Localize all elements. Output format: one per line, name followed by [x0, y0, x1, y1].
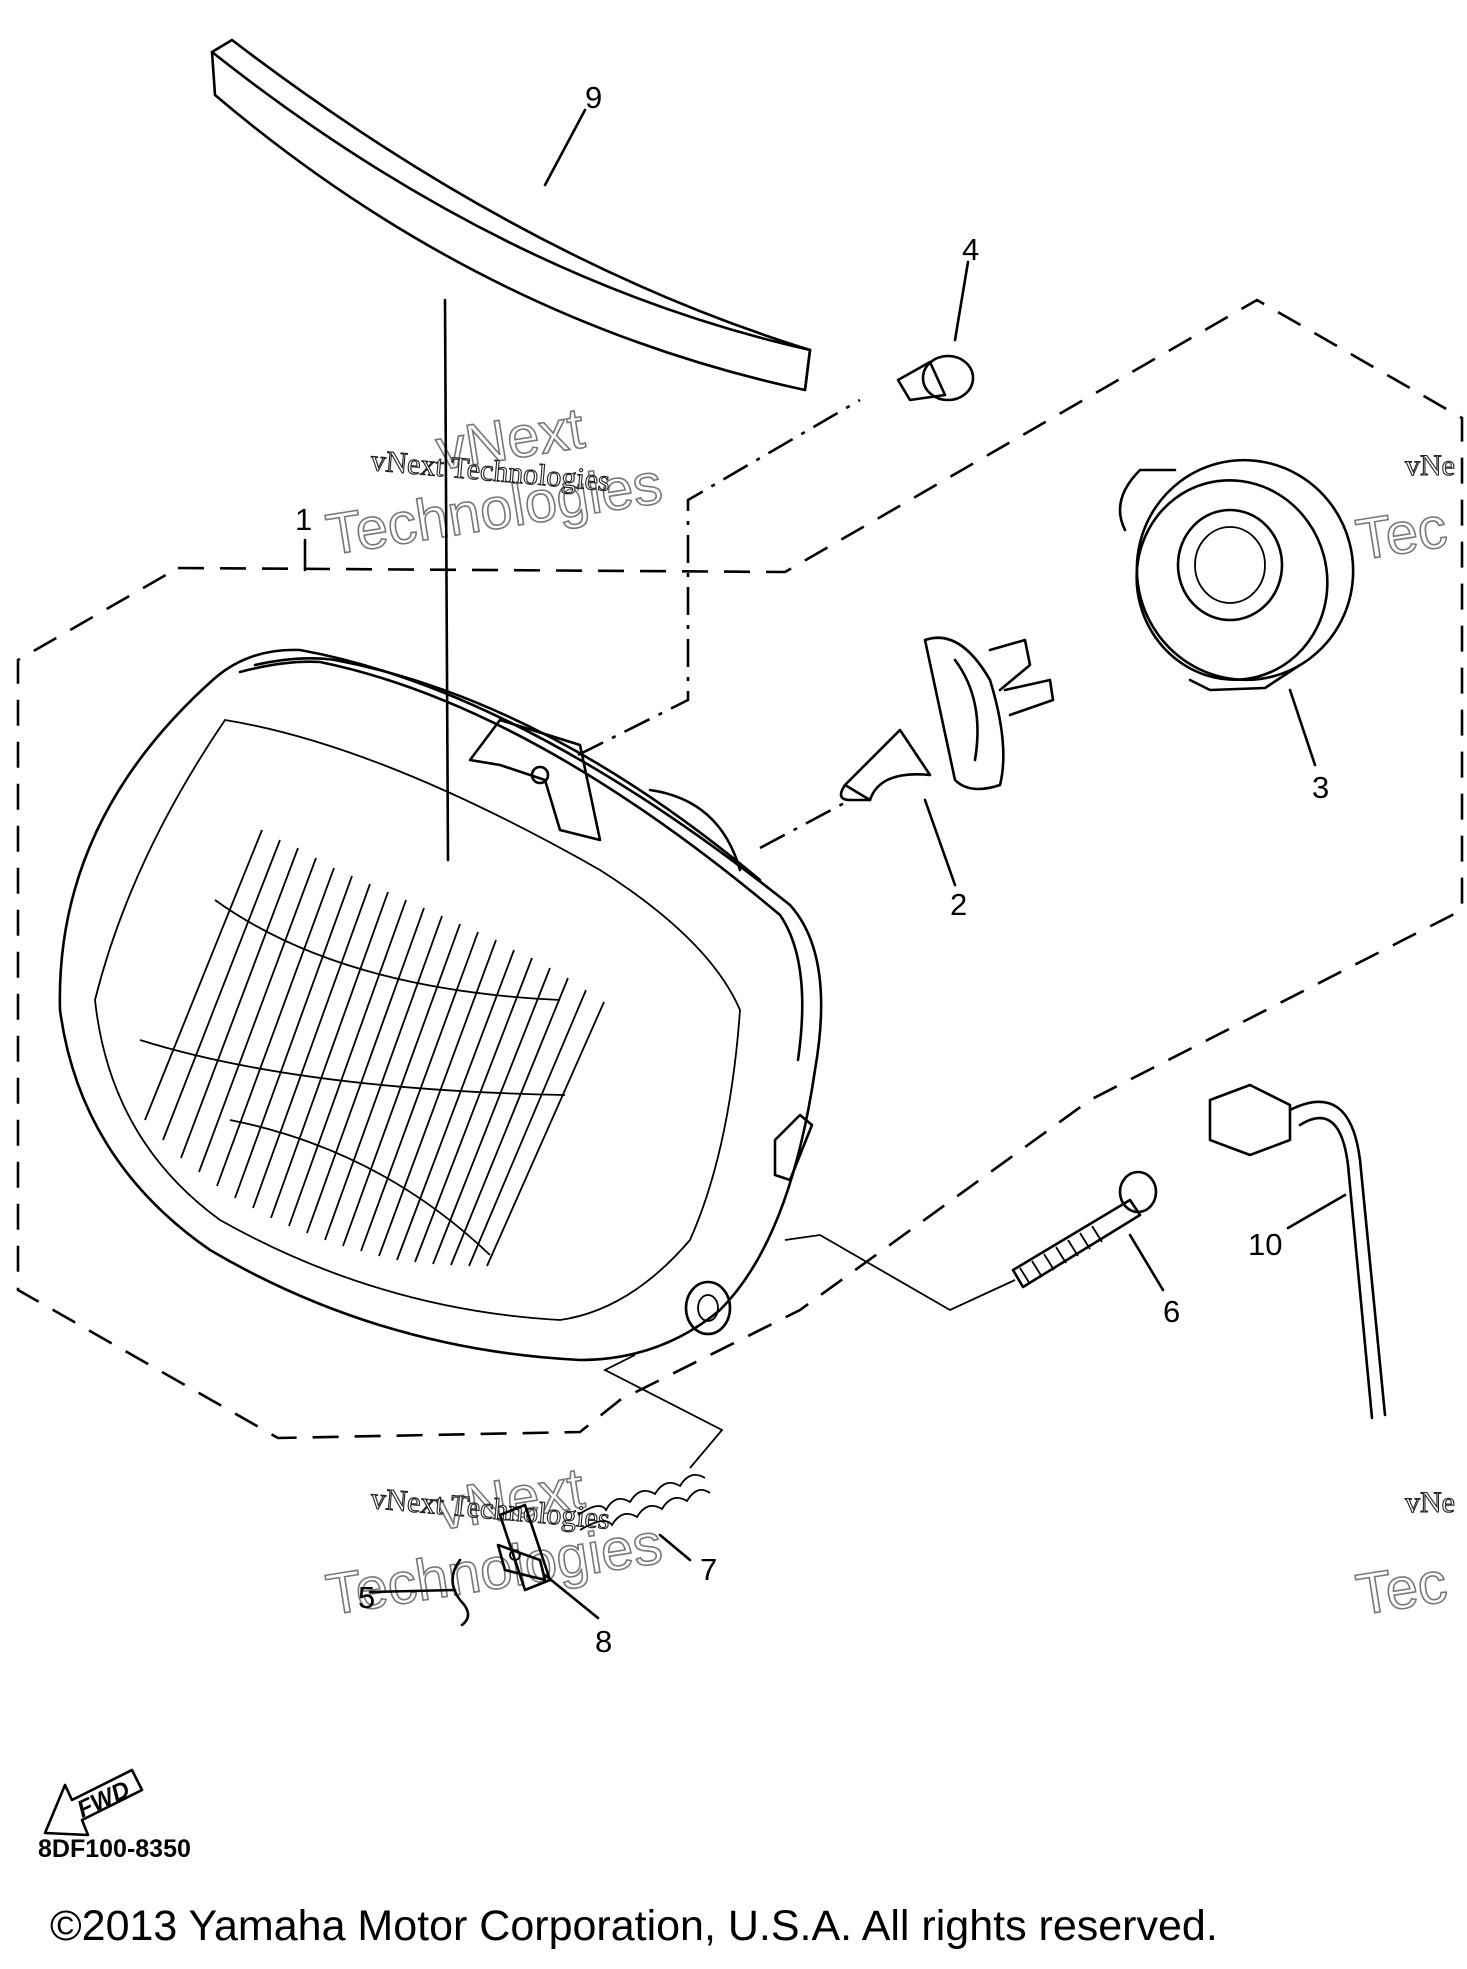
part-3-cover — [1118, 458, 1355, 692]
watermark-group: Technologies vNext Technologies vNext Te… — [321, 395, 1455, 1629]
part-10-lead — [1208, 1083, 1387, 1420]
callout-8: 8 — [595, 1624, 612, 1659]
callout-10: 10 — [1248, 1227, 1282, 1262]
callout-2: 2 — [950, 887, 967, 922]
part-6-bolt — [1011, 1170, 1158, 1289]
watermark-edge-small: vNe — [1405, 1486, 1455, 1519]
part-2-bulb — [839, 636, 1055, 802]
watermark-edge-big: Tec — [1352, 1550, 1451, 1628]
callout-3: 3 — [1312, 770, 1329, 805]
leader-lines — [303, 108, 1347, 1620]
part-4-grommet — [896, 354, 975, 402]
part-5-pin — [451, 1558, 470, 1627]
callout-7: 7 — [700, 1552, 717, 1587]
part-1-headlight — [58, 648, 823, 1362]
callout-9: 9 — [585, 80, 602, 115]
part-7-spring — [577, 1474, 711, 1531]
callout-6: 6 — [1163, 1294, 1180, 1329]
fwd-arrow-icon: FWD — [43, 1768, 144, 1837]
watermark-edge-big: Tec — [1352, 495, 1451, 573]
copyright-notice: ©2013 Yamaha Motor Corporation, U.S.A. A… — [50, 1902, 1218, 1950]
callout-4: 4 — [962, 232, 979, 267]
diagram-code: 8DF100-8350 — [38, 1835, 191, 1863]
callout-1: 1 — [295, 502, 312, 537]
callouts: 1 2 3 4 5 6 7 8 9 10 — [295, 80, 1329, 1659]
callout-5: 5 — [358, 1580, 375, 1615]
part-9-pad — [210, 38, 812, 392]
assembly-boundary — [16, 298, 1464, 1440]
watermark-edge-small: vNe — [1405, 449, 1455, 482]
